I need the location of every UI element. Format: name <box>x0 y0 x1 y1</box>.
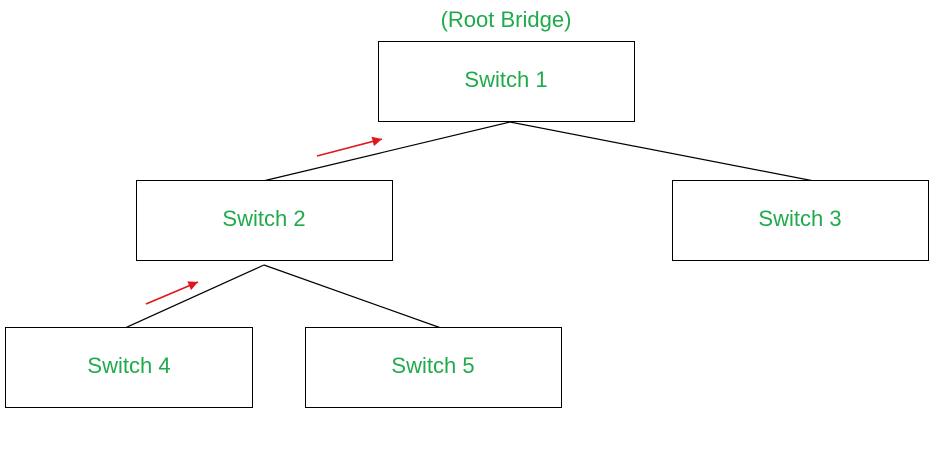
link-switch2-switch5 <box>263 264 442 329</box>
switch-label: Switch 3 <box>758 206 841 231</box>
switch-node: Switch 4 <box>5 327 253 408</box>
root-port-arrow-switch2 <box>316 136 383 157</box>
arrows-layer <box>145 136 383 305</box>
link-switch2-switch4 <box>124 264 265 329</box>
root-bridge-label: (Root Bridge) <box>441 7 572 32</box>
switch-node: Switch 1 <box>378 41 635 122</box>
nodes-layer: Switch 1 Switch 2 Switch 3 Switch 4 Swit… <box>5 41 929 408</box>
switch-node: Switch 5 <box>305 327 562 408</box>
edges-layer <box>124 121 815 329</box>
switch-node: Switch 2 <box>136 180 393 261</box>
switch-label: Switch 4 <box>87 353 170 378</box>
switch-label: Switch 1 <box>464 67 547 92</box>
switch-label: Switch 5 <box>391 353 474 378</box>
root-port-arrow-switch4 <box>145 281 199 305</box>
switch-label: Switch 2 <box>222 206 305 231</box>
link-switch1-switch3 <box>509 121 815 182</box>
switch-node: Switch 3 <box>672 180 929 261</box>
link-switch1-switch2 <box>262 121 511 182</box>
